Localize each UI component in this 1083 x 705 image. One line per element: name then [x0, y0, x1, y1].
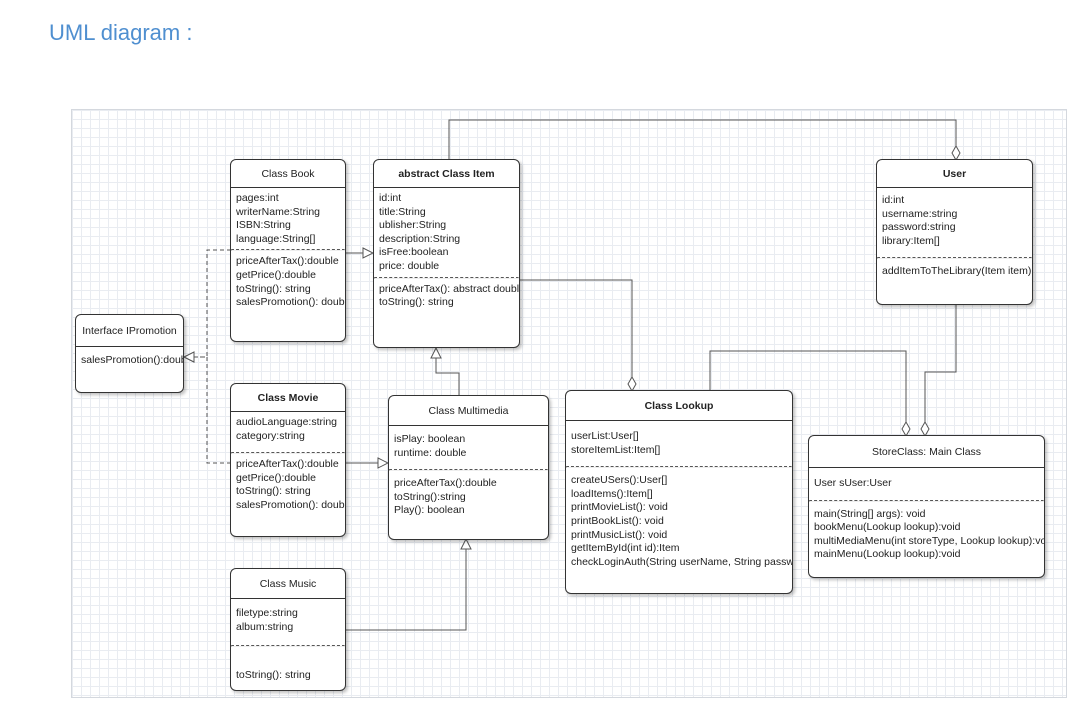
class-movie-title: Class Movie	[231, 384, 345, 412]
class-item-method: toString(): string	[379, 296, 454, 309]
class-user-attribute: username:string	[882, 207, 958, 220]
class-user-box[interactable]: User id:int username:string password:str…	[876, 159, 1033, 305]
class-book-attribute: language:String[]	[236, 232, 316, 245]
class-lookup-method: loadItems():Item[]	[571, 487, 653, 500]
class-movie-method: priceAfterTax():double	[236, 458, 339, 471]
class-book-method: getPrice():double	[236, 268, 316, 281]
class-movie-divider	[231, 452, 345, 455]
class-movie-method: getPrice():double	[236, 471, 316, 484]
class-multimedia-box[interactable]: Class Multimedia isPlay: boolean runtime…	[388, 395, 549, 540]
class-book-method: priceAfterTax():double	[236, 255, 339, 268]
class-movie-attribute: category:string	[236, 429, 305, 442]
class-store-method: mainMenu(Lookup lookup):void	[814, 548, 961, 561]
class-lookup-method: checkLoginAuth(String userName, String p…	[571, 555, 793, 568]
class-item-attribute: title:String	[379, 205, 426, 218]
class-movie-method: toString(): string	[236, 485, 311, 498]
class-user-attribute: password:string	[882, 221, 956, 234]
class-item-divider	[374, 276, 519, 279]
class-movie-box[interactable]: Class Movie audioLanguage:string categor…	[230, 383, 346, 537]
class-store-method: multiMediaMenu(int storeType, Lookup loo…	[814, 534, 1045, 547]
class-music-attribute: filetype:string	[236, 607, 298, 619]
class-book-attribute: ISBN:String	[236, 219, 291, 232]
class-item-attribute: description:String	[379, 232, 461, 245]
class-user-attribute: id:int	[882, 194, 905, 206]
class-store-method: bookMenu(Lookup lookup):void	[814, 521, 961, 534]
class-music-divider	[231, 645, 345, 648]
class-store-divider	[809, 499, 1044, 502]
class-multimedia-method: priceAfterTax():double	[394, 477, 497, 490]
class-multimedia-attribute: runtime: double	[394, 446, 467, 459]
item-lookup-aggregation-link	[519, 279, 637, 393]
class-book-divider	[231, 249, 345, 252]
class-multimedia-method: Play(): boolean	[394, 504, 465, 517]
class-book-attribute: writerName:String	[236, 205, 321, 218]
class-music-attribute: album:string	[236, 620, 294, 633]
class-book-method: salesPromotion(): double	[236, 296, 346, 309]
item-user-aggregation-link	[448, 119, 961, 162]
class-lookup-method: createUSers():User[]	[571, 474, 668, 487]
class-lookup-method: printMusicList(): void	[571, 528, 668, 541]
class-lookup-method: printMovieList(): void	[571, 501, 668, 514]
class-user-divider	[877, 257, 1032, 260]
class-item-attribute: id:int	[379, 192, 402, 204]
class-multimedia-attribute: isPlay: boolean	[394, 433, 466, 445]
class-lookup-method: getItemById(int id):Item	[571, 542, 680, 555]
class-lookup-divider	[566, 466, 792, 469]
class-multimedia-divider	[389, 469, 548, 472]
class-user-attribute: library:Item[]	[882, 234, 940, 247]
class-music-title: Class Music	[231, 569, 345, 599]
class-lookup-box[interactable]: Class Lookup userList:User[] storeItemLi…	[565, 390, 793, 594]
movie-implements-ipromotion-link	[184, 357, 231, 464]
class-lookup-method: printBookList(): void	[571, 514, 664, 527]
class-movie-attribute: audioLanguage:string	[236, 416, 338, 428]
page-heading: UML diagram :	[49, 20, 193, 45]
class-multimedia-title: Class Multimedia	[389, 396, 548, 426]
class-lookup-attribute: storeItemList:Item[]	[571, 443, 661, 456]
class-book-title: Class Book	[231, 160, 345, 188]
class-music-box[interactable]: Class Music filetype:string album:string…	[230, 568, 346, 691]
class-book-box[interactable]: Class Book pages:int writerName:String I…	[230, 159, 346, 342]
class-book-method: toString(): string	[236, 282, 311, 295]
lookup-store-aggregation-link	[709, 350, 911, 438]
class-user-title: User	[877, 160, 1032, 188]
class-item-attribute: ublisher:String	[379, 219, 447, 232]
class-lookup-title: Class Lookup	[566, 391, 792, 421]
class-item-box[interactable]: abstract Class Item id:int title:String …	[373, 159, 520, 348]
class-store-attribute: User sUser:User	[814, 477, 892, 489]
class-item-attribute: isFree:boolean	[379, 246, 449, 259]
multimedia-extends-item-link	[436, 348, 460, 396]
class-store-method: main(String[] args): void	[814, 507, 926, 520]
class-store-box[interactable]: StoreClass: Main Class User sUser:User m…	[808, 435, 1045, 578]
class-item-attribute: price: double	[379, 259, 440, 272]
interface-ipromotion-method: salesPromotion():double	[81, 354, 184, 366]
class-item-method: priceAfterTax(): abstract double	[379, 282, 520, 295]
music-extends-multimedia-link	[345, 539, 466, 631]
class-music-method: toString(): string	[236, 669, 311, 682]
class-movie-method: salesPromotion(): double	[236, 498, 346, 511]
class-store-title: StoreClass: Main Class	[809, 436, 1044, 468]
class-user-method: addItemToTheLibrary(Item item):void	[882, 265, 1032, 278]
interface-ipromotion-title: Interface IPromotion	[76, 315, 183, 347]
class-multimedia-method: toString():string	[394, 490, 466, 503]
class-lookup-attribute: userList:User[]	[571, 430, 639, 442]
interface-ipromotion-box[interactable]: Interface IPromotion salesPromotion():do…	[75, 314, 184, 393]
user-store-aggregation-link	[920, 305, 957, 438]
class-book-attribute: pages:int	[236, 192, 279, 204]
class-item-title: abstract Class Item	[374, 160, 519, 188]
book-implements-ipromotion-link	[184, 249, 231, 357]
